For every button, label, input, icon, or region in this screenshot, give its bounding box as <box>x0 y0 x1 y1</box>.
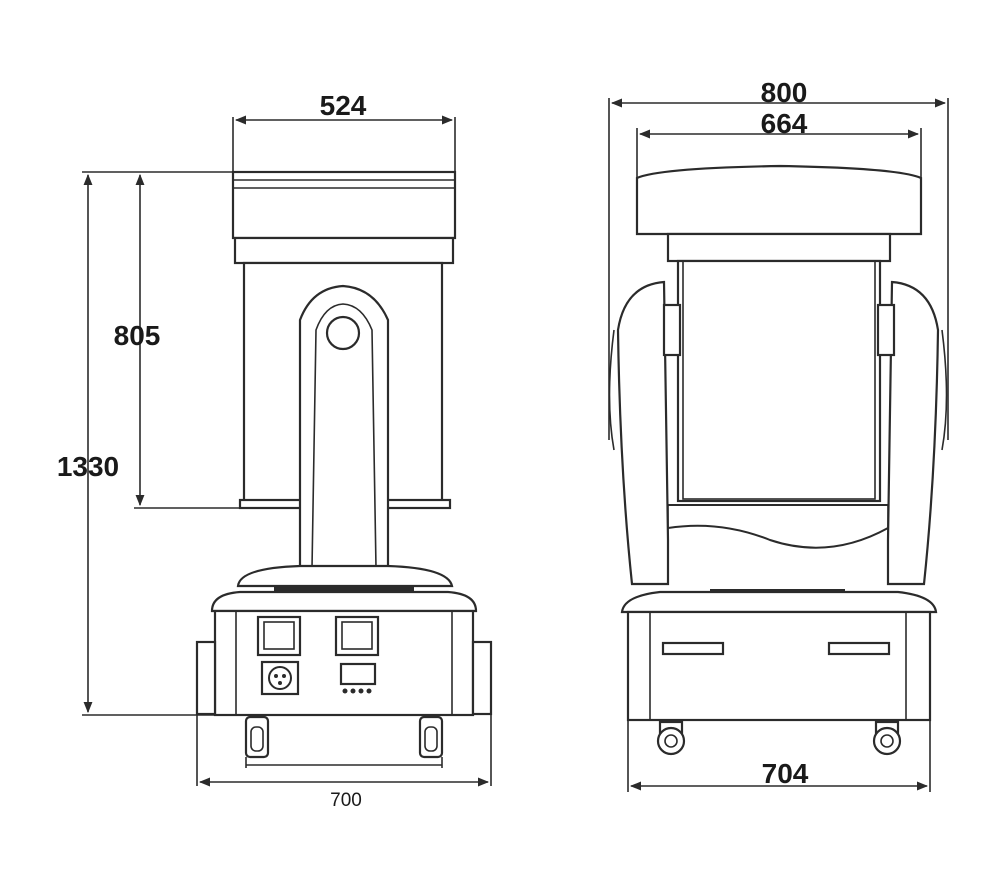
front-view: 800 664 704 <box>608 77 949 792</box>
side-base-cap <box>210 590 478 613</box>
front-head-top <box>635 164 923 236</box>
side-arm-foot <box>236 564 454 588</box>
dim-side-top-width: 524 <box>320 90 367 121</box>
side-head-band <box>233 236 455 265</box>
front-base-cap <box>620 590 938 614</box>
side-handle-right <box>471 640 493 716</box>
front-yoke-right <box>886 280 940 586</box>
front-base-body <box>626 610 932 722</box>
front-head-band <box>666 232 892 263</box>
front-yoke-left <box>616 280 670 586</box>
control-screen <box>339 662 377 686</box>
front-pivot-left <box>662 303 682 357</box>
dim-side-total-height: 1330 <box>57 451 119 482</box>
dim-front-head-width: 664 <box>761 108 808 139</box>
dim-front-outer-width: 800 <box>761 77 808 108</box>
front-vent-left <box>661 641 725 656</box>
front-pivot-right <box>876 303 896 357</box>
side-head-top <box>231 170 457 240</box>
dim-side-head-height: 805 <box>114 320 161 351</box>
control-button <box>358 688 364 694</box>
dim-front-base-width: 704 <box>762 758 809 789</box>
side-yoke-arm <box>298 284 390 570</box>
control-button <box>342 688 348 694</box>
side-view: 524 1330 805 700 <box>57 90 493 811</box>
front-vent-right <box>827 641 891 656</box>
front-head-body <box>676 259 882 503</box>
control-button <box>350 688 356 694</box>
control-button <box>366 688 372 694</box>
dim-side-base-width: 700 <box>330 790 362 811</box>
side-handle-left <box>195 640 217 716</box>
side-pivot <box>325 315 361 351</box>
